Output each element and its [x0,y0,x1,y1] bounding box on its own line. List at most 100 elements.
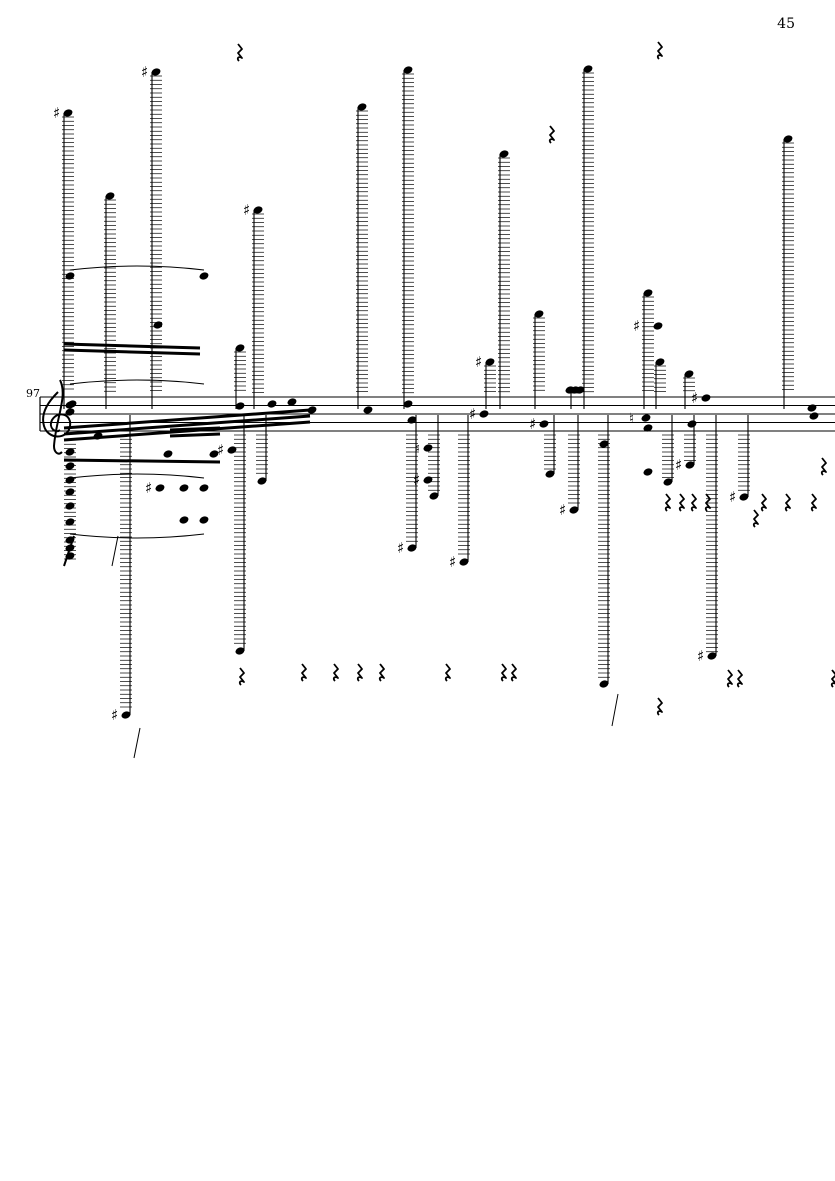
notehead [235,647,245,655]
sharp-icon: ♯ [529,415,536,433]
quarter-rest-icon [726,669,733,688]
notehead [655,358,665,366]
beam [169,432,221,438]
notation: ♯♯♯♯♯♯♯♯♯♯♯♯♯♯♯♯♮♮♯♯ [53,41,835,759]
notehead [65,502,75,510]
quarter-rest-icon [500,663,507,682]
sharp-icon: ♯ [559,501,566,519]
sharp-icon: ♯ [145,479,152,497]
notehead [155,484,165,492]
notehead [65,518,75,526]
notehead [151,68,161,76]
beam [63,458,221,464]
notehead [807,404,817,412]
notehead [701,394,711,402]
quarter-rest-icon [444,663,451,682]
notehead [809,412,819,420]
quarter-rest-icon [810,493,817,512]
notehead [65,448,75,456]
notehead [253,206,263,214]
notehead [235,344,245,352]
grace-slash [111,535,119,567]
sharp-icon: ♯ [217,441,224,459]
sharp-icon: ♯ [413,471,420,489]
beam [63,348,201,356]
notehead [93,432,103,440]
quarter-rest-icon [760,493,767,512]
natural-icon: ♮ [415,441,420,457]
quarter-rest-icon [238,667,245,686]
notehead [65,476,75,484]
notehead [363,406,373,414]
notehead [267,400,277,408]
quarter-rest-icon [236,43,243,62]
notehead [65,462,75,470]
notehead [235,402,245,410]
notehead [485,358,495,366]
sharp-icon: ♯ [141,63,148,81]
sharp-icon: ♯ [475,353,482,371]
quarter-rest-icon [300,663,307,682]
sharp-icon: ♯ [469,405,476,423]
notehead [643,424,653,432]
notehead [65,408,75,416]
notehead [684,370,694,378]
notehead [65,272,75,280]
notehead [687,420,697,428]
beam [63,414,311,436]
notehead [63,109,73,117]
notehead [459,558,469,566]
notehead [643,289,653,297]
notehead [663,478,673,486]
quarter-rest-icon [820,457,827,476]
notehead [783,135,793,143]
quarter-rest-icon [678,493,685,512]
notehead [199,484,209,492]
measure-number: 97 [26,387,40,400]
notehead [121,711,131,719]
notehead [739,493,749,501]
grace-slash [63,535,75,567]
notehead [403,400,413,408]
sharp-icon: ♯ [449,553,456,571]
notehead [199,272,209,280]
natural-icon: ♮ [629,411,634,427]
beam [63,408,311,430]
sharp-icon: ♯ [243,201,250,219]
notehead [307,406,317,414]
quarter-rest-icon [664,493,671,512]
quarter-rest-icon [830,669,835,688]
sharp-icon: ♯ [111,706,118,724]
notehead [199,516,209,524]
notehead [707,652,717,660]
notehead [499,150,509,158]
notehead [407,416,417,424]
sharp-icon: ♯ [691,389,698,407]
grace-slash [133,727,141,759]
notehead [163,450,173,458]
quarter-rest-icon [784,493,791,512]
notehead [539,420,549,428]
quarter-rest-icon [704,493,711,512]
notehead [403,66,413,74]
notehead [599,440,609,448]
page-number: 45 [777,16,795,32]
notehead [583,65,593,73]
tie [69,473,205,479]
notehead [287,398,297,406]
notehead [65,488,75,496]
quarter-rest-icon [656,41,663,60]
treble-clef-icon [42,379,72,455]
notehead [67,400,77,408]
notehead [357,103,367,111]
notehead [423,476,433,484]
notehead [641,414,651,422]
notehead [105,192,115,200]
sharp-icon: ♯ [675,456,682,474]
tie [69,379,205,385]
quarter-rest-icon [332,663,339,682]
notehead [423,444,433,452]
sharp-icon: ♯ [633,317,640,335]
notehead [575,386,585,394]
